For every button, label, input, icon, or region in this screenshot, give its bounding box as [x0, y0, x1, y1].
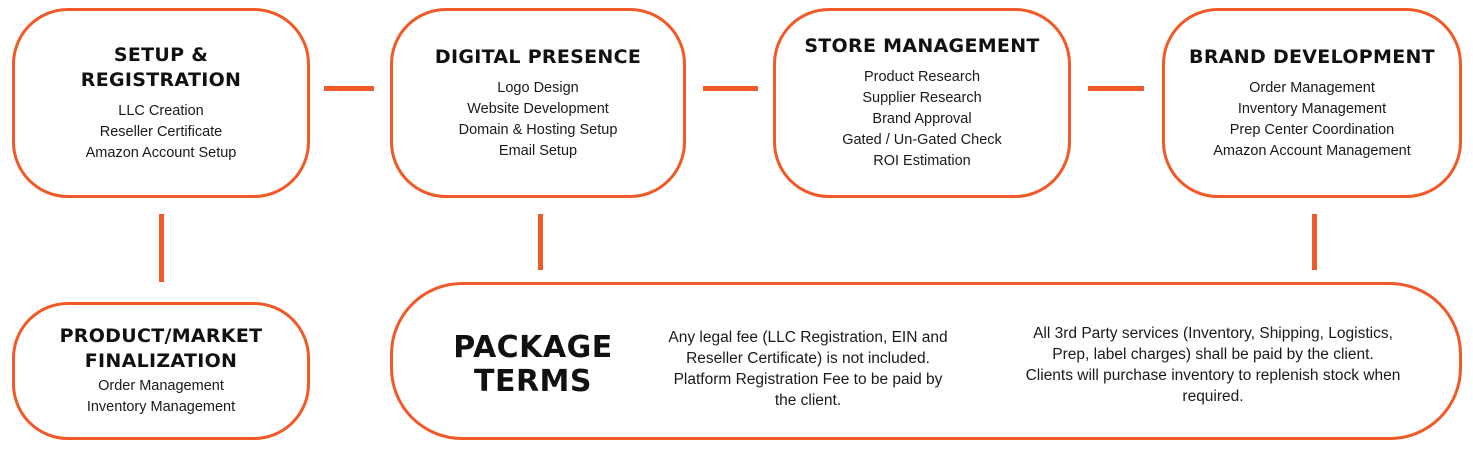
brand-development-title: BRAND DEVELOPMENT — [1189, 45, 1435, 68]
list-item: Order Management — [1249, 79, 1375, 96]
digital-presence-title: DIGITAL PRESENCE — [434, 45, 642, 68]
list-item: Amazon Account Management — [1213, 142, 1411, 159]
setup-registration-items: LLC Creation Reseller Certificate Amazon… — [86, 101, 237, 164]
list-item: ROI Estimation — [873, 153, 971, 169]
brand-development-items: Order Management Inventory Management Pr… — [1213, 78, 1410, 162]
list-item: Amazon Account Setup — [85, 144, 237, 161]
connector-digital-store — [703, 86, 758, 91]
terms-line: Platform Registration Fee to be paid by — [673, 371, 943, 388]
digital-presence-box: DIGITAL PRESENCE Logo Design Website Dev… — [390, 8, 686, 198]
product-market-title: PRODUCT/MARKET FINALIZATION — [59, 325, 263, 372]
list-item: LLC Creation — [118, 102, 204, 119]
brand-development-box: BRAND DEVELOPMENT Order Management Inven… — [1162, 8, 1462, 198]
store-management-items: Product Research Supplier Research Brand… — [842, 67, 1002, 172]
connector-brand-terms — [1312, 214, 1317, 270]
store-management-title: STORE MANAGEMENT — [804, 35, 1040, 57]
digital-presence-items: Logo Design Website Development Domain &… — [459, 78, 618, 162]
connector-store-brand — [1088, 86, 1144, 91]
terms-line: Clients will purchase inventory to reple… — [1025, 367, 1401, 384]
connector-digital-terms — [538, 214, 543, 270]
product-market-box: PRODUCT/MARKET FINALIZATION Order Manage… — [12, 302, 310, 440]
package-terms-title: PACKAGE TERMS — [453, 330, 613, 399]
list-item: Reseller Certificate — [99, 123, 223, 140]
store-management-box: STORE MANAGEMENT Product Research Suppli… — [773, 8, 1071, 198]
product-market-items: Order Management Inventory Management — [87, 376, 235, 418]
list-item: Brand Approval — [872, 111, 972, 127]
list-item: Prep Center Coordination — [1229, 121, 1395, 138]
terms-line: the client. — [774, 392, 842, 409]
terms-line: required. — [1182, 388, 1244, 405]
terms-third-party-text: All 3rd Party services (Inventory, Shipp… — [983, 323, 1443, 407]
connector-setup-product — [159, 214, 164, 282]
list-item: Order Management — [98, 378, 224, 394]
connector-setup-digital — [324, 86, 374, 91]
list-item: Inventory Management — [1237, 100, 1387, 117]
list-item: Logo Design — [497, 79, 579, 96]
terms-line: Any legal fee (LLC Registration, EIN and — [668, 329, 948, 346]
terms-legal-fee-text: Any legal fee (LLC Registration, EIN and… — [648, 327, 968, 411]
list-item: Supplier Research — [862, 90, 982, 106]
package-terms-box: PACKAGE TERMS Any legal fee (LLC Registr… — [390, 282, 1462, 440]
list-item: Inventory Management — [86, 399, 236, 415]
list-item: Email Setup — [498, 142, 578, 159]
list-item: Website Development — [467, 100, 609, 117]
list-item: Domain & Hosting Setup — [458, 121, 618, 138]
setup-registration-title: SETUP & REGISTRATION — [80, 43, 242, 91]
list-item: Gated / Un-Gated Check — [842, 132, 1002, 148]
terms-line: All 3rd Party services (Inventory, Shipp… — [1033, 325, 1393, 342]
setup-registration-box: SETUP & REGISTRATION LLC Creation Resell… — [12, 8, 310, 198]
terms-line: Reseller Certificate) is not included. — [686, 350, 930, 367]
list-item: Product Research — [863, 69, 981, 85]
terms-line: Prep, label charges) shall be paid by th… — [1052, 346, 1374, 363]
